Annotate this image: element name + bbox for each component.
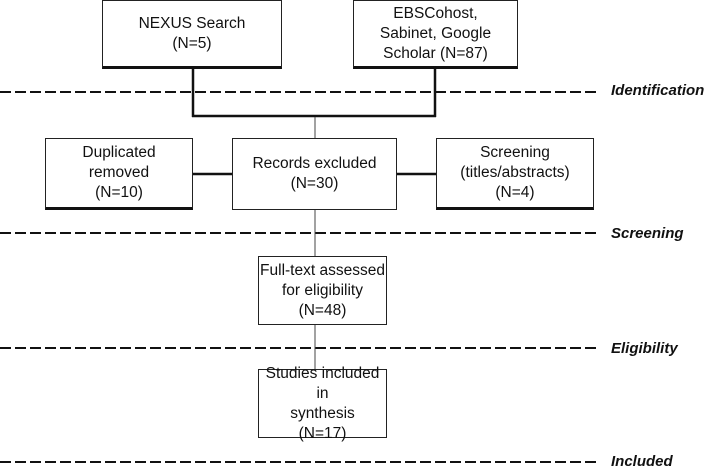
duplicated-removed-box: Duplicated removed (N=10) — [45, 138, 193, 210]
ebsco-sources-box: EBSCohost, Sabinet, Google Scholar (N=87… — [353, 0, 518, 69]
nexus-search-box: NEXUS Search (N=5) — [102, 0, 282, 69]
phase-label-included: Included — [611, 453, 673, 470]
studies-included-box: Studies included in synthesis (N=17) — [258, 365, 387, 442]
phase-label-eligibility: Eligibility — [611, 340, 678, 357]
records-excluded-box: Records excluded (N=30) — [232, 138, 397, 210]
screening-titles-box: Screening (titles/abstracts) (N=4) — [436, 138, 594, 210]
phase-label-screening: Screening — [611, 225, 684, 242]
phase-label-identification: Identification — [611, 82, 705, 99]
fulltext-assessed-box: Full-text assessed for eligibility (N=48… — [258, 256, 387, 325]
